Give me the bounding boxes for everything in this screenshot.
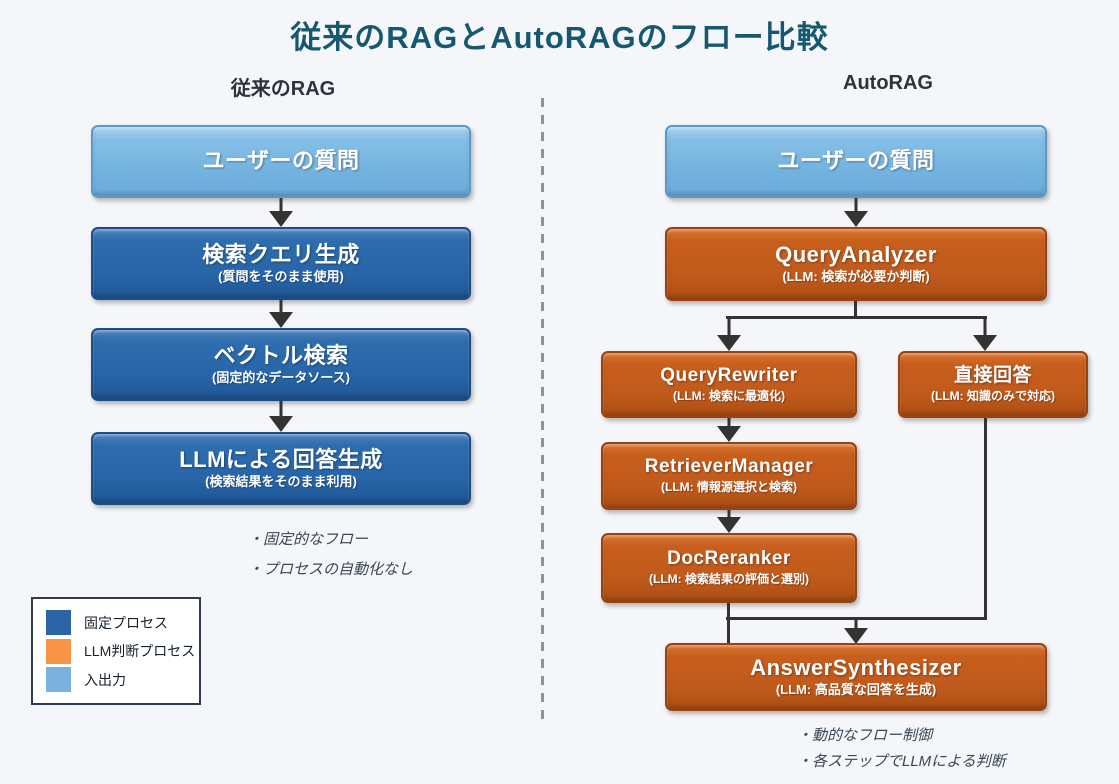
flow-box-retriever-manager: RetrieverManager (LLM: 情報源選択と検索) xyxy=(601,442,857,510)
box-title: ユーザーの質問 xyxy=(777,148,935,174)
box-subtitle: (LLM: 検索が必要か判断) xyxy=(782,269,930,285)
box-title: ベクトル検索 xyxy=(213,342,349,368)
right-column-header: AutoRAG xyxy=(843,72,933,94)
box-subtitle: (LLM: 知識のみで対応) xyxy=(931,388,1055,403)
left-note-fixed-flow: ・固定的なフロー xyxy=(248,531,369,548)
flow-box-llm-answer-generation: LLMによる回答生成 (検索結果をそのまま利用) xyxy=(91,432,471,505)
flow-arrow-down-icon xyxy=(844,618,868,644)
connector-line xyxy=(726,316,987,319)
flow-arrow-down-icon xyxy=(269,300,293,328)
flow-box-doc-reranker: DocReranker (LLM: 検索結果の評価と選別) xyxy=(601,533,857,603)
box-title: AnswerSynthesizer xyxy=(750,655,962,681)
box-title: QueryAnalyzer xyxy=(775,242,937,268)
box-subtitle: (固定的なデータソース) xyxy=(211,369,350,385)
flow-box-answer-synthesizer: AnswerSynthesizer (LLM: 高品質な回答を生成) xyxy=(665,643,1047,711)
right-note-dynamic-flow: ・動的なフロー制御 xyxy=(797,727,933,744)
flow-arrow-down-icon xyxy=(717,418,741,442)
legend-item-fixed-process: 固定プロセス xyxy=(46,610,186,635)
connector-line xyxy=(727,603,730,644)
connector-line xyxy=(984,418,987,620)
llm-process-swatch xyxy=(46,638,71,664)
box-title: RetrieverManager xyxy=(644,456,814,478)
page-title: 従来のRAGとAutoRAGのフロー比較 xyxy=(290,20,829,55)
flow-box-query-analyzer: QueryAnalyzer (LLM: 検索が必要か判断) xyxy=(665,227,1047,301)
flow-box-user-question-left: ユーザーの質問 xyxy=(91,125,471,198)
box-title: ユーザーの質問 xyxy=(202,148,360,174)
legend-label: 固定プロセス xyxy=(84,614,168,631)
column-divider xyxy=(541,98,544,722)
box-subtitle: (検索結果をそのまま利用) xyxy=(205,473,357,489)
flow-box-query-generation: 検索クエリ生成 (質問をそのまま使用) xyxy=(91,227,471,300)
flow-arrow-down-icon xyxy=(973,319,997,351)
io-swatch xyxy=(46,667,71,692)
flow-arrow-down-icon xyxy=(717,510,741,533)
connector-line xyxy=(854,301,857,318)
legend-label: LLM判断プロセス xyxy=(84,643,196,659)
legend-item-llm-process: LLM判断プロセス xyxy=(46,638,195,664)
box-subtitle: (LLM: 検索に最適化) xyxy=(673,388,785,403)
right-note-llm-decision: ・各ステップでLLMによる判断 xyxy=(797,753,1006,770)
legend-label: 入出力 xyxy=(84,671,126,688)
flow-box-direct-answer: 直接回答 (LLM: 知識のみで対応) xyxy=(898,351,1088,418)
box-title: DocReranker xyxy=(667,548,791,570)
flow-arrow-down-icon xyxy=(844,198,868,227)
left-note-no-automation: ・プロセスの自動化なし xyxy=(248,561,414,578)
legend: 固定プロセス LLM判断プロセス 入出力 xyxy=(31,597,201,705)
box-subtitle: (LLM: 検索結果の評価と選別) xyxy=(649,572,809,587)
box-title: 直接回答 xyxy=(953,364,1032,386)
box-title: LLMによる回答生成 xyxy=(179,446,383,472)
left-column-header: 従来のRAG xyxy=(230,78,336,100)
legend-item-io: 入出力 xyxy=(46,667,186,692)
fixed-process-swatch xyxy=(46,610,71,635)
box-subtitle: (LLM: 情報源選択と検索) xyxy=(661,480,797,495)
box-title: 検索クエリ生成 xyxy=(202,241,360,267)
flow-arrow-down-icon xyxy=(717,319,741,351)
box-subtitle: (質問をそのまま使用) xyxy=(218,268,344,284)
box-subtitle: (LLM: 高品質な回答を生成) xyxy=(775,682,937,698)
flow-arrow-down-icon xyxy=(269,401,293,432)
flow-box-vector-search: ベクトル検索 (固定的なデータソース) xyxy=(91,328,471,401)
box-title: QueryRewriter xyxy=(660,364,798,386)
flow-box-query-rewriter: QueryRewriter (LLM: 検索に最適化) xyxy=(601,351,857,418)
flow-box-user-question-right: ユーザーの質問 xyxy=(665,125,1047,198)
flow-arrow-down-icon xyxy=(269,198,293,227)
